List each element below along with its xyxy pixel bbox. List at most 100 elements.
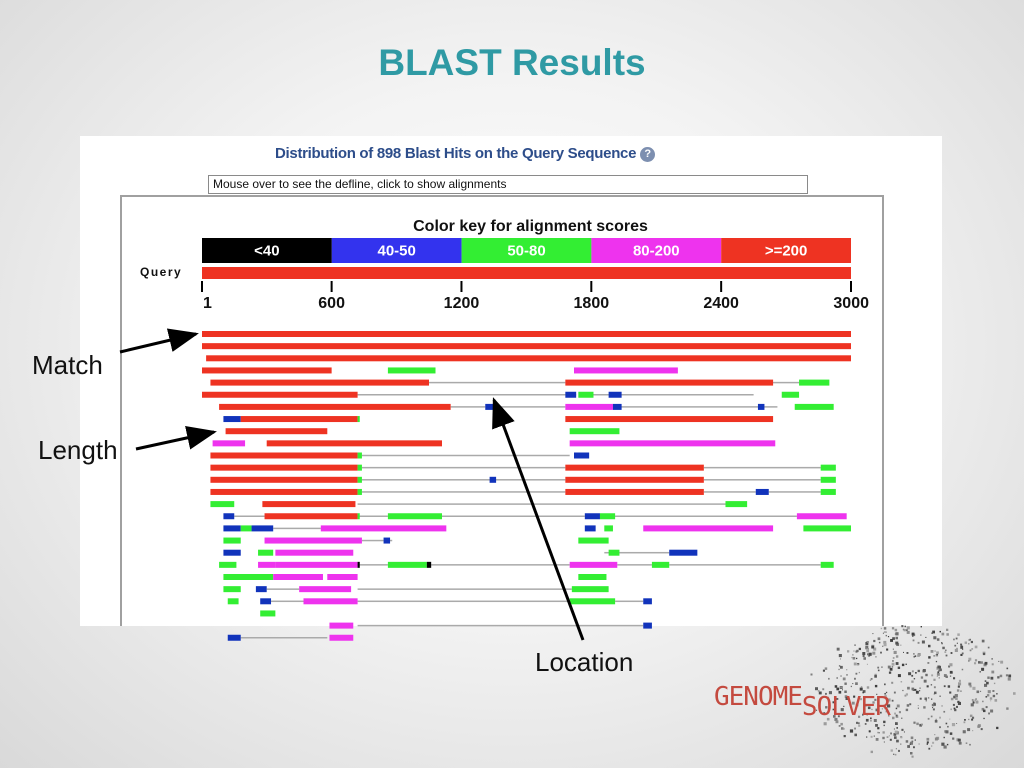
- speckle-dot: [983, 663, 987, 667]
- speckle-dot: [883, 724, 885, 727]
- defline-field[interactable]: Mouse over to see the defline, click to …: [208, 175, 808, 194]
- speckle-dot: [992, 694, 996, 698]
- speckle-dot: [947, 685, 951, 688]
- speckle-dot: [960, 653, 963, 656]
- hit-segment: [604, 525, 613, 532]
- hit-connector-line: [357, 503, 726, 505]
- speckle-dot: [895, 655, 899, 658]
- hit-segment: [260, 598, 272, 605]
- speckle-dot: [963, 721, 966, 724]
- speckle-dot: [930, 650, 934, 653]
- speckle-dot: [996, 726, 999, 730]
- hit-segment: [565, 403, 613, 410]
- speckle-dot: [1000, 660, 1004, 664]
- speckle-dot: [950, 697, 954, 701]
- speckle-dot: [876, 693, 878, 695]
- speckle-dot: [838, 665, 841, 667]
- ruler-tick-label: 1: [203, 295, 212, 312]
- speckle-dot: [881, 708, 883, 710]
- speckle-dot: [950, 708, 952, 711]
- speckle-dot: [833, 715, 836, 718]
- speckle-dot: [943, 674, 947, 677]
- ruler-tick-label: 600: [318, 295, 345, 312]
- speckle-dot: [954, 708, 957, 712]
- speckle-dot: [941, 643, 943, 645]
- hit-segment: [565, 416, 774, 423]
- hit-segment: [612, 403, 622, 410]
- speckle-dot: [968, 660, 970, 662]
- hit-segment: [725, 501, 748, 508]
- speckle-dot: [877, 666, 880, 669]
- hit-connector-line: [357, 394, 577, 396]
- speckle-dot: [968, 718, 970, 721]
- speckle-dot: [836, 647, 840, 651]
- speckle-dot: [922, 669, 926, 672]
- speckle-dot: [896, 727, 898, 729]
- hit-segment: [643, 525, 774, 532]
- speckle-dot: [877, 637, 881, 641]
- speckle-dot: [954, 648, 958, 652]
- speckle-dot: [956, 642, 958, 644]
- speckle-dot: [867, 653, 869, 656]
- speckle-dot: [853, 695, 856, 698]
- hit-connector-line: [266, 588, 300, 590]
- speckle-dot: [921, 723, 923, 726]
- hit-segment: [571, 586, 609, 593]
- speckle-dot: [974, 699, 976, 701]
- speckle-dot: [974, 662, 977, 665]
- speckle-dot: [862, 652, 866, 655]
- speckle-dot: [914, 655, 917, 657]
- help-icon[interactable]: ?: [640, 147, 656, 162]
- speckle-dot: [840, 722, 843, 726]
- speckle-dot: [839, 658, 841, 660]
- hit-segment: [262, 501, 356, 508]
- hit-segment: [219, 561, 237, 568]
- hit-segment: [264, 537, 362, 544]
- query-bar: [202, 267, 851, 279]
- speckle-dot: [935, 660, 938, 663]
- speckle-dot: [857, 722, 860, 725]
- speckle-dot: [895, 714, 898, 717]
- speckle-dot: [810, 673, 813, 676]
- speckle-dot: [980, 661, 983, 664]
- speckle-dot: [933, 703, 936, 706]
- speckle-dot: [891, 662, 895, 666]
- speckle-dot: [884, 694, 887, 698]
- speckle-dot: [854, 733, 857, 737]
- speckle-dot: [889, 667, 893, 671]
- speckle-dot: [904, 625, 906, 628]
- speckle-dot: [874, 675, 877, 678]
- speckle-dot: [947, 725, 949, 728]
- hit-segment: [227, 634, 241, 641]
- hit-segment: [210, 379, 430, 386]
- speckle-dot: [911, 755, 914, 758]
- speckle-dot: [939, 668, 942, 672]
- speckle-dot: [901, 663, 905, 667]
- speckle-dot: [884, 693, 886, 695]
- hit-segment: [781, 391, 800, 398]
- hit-segment: [264, 513, 358, 520]
- speckle-dot: [856, 649, 859, 653]
- speckle-dot: [955, 637, 958, 640]
- hit-segment: [608, 391, 622, 398]
- speckle-dot: [936, 638, 940, 641]
- speckle-dot: [920, 676, 924, 679]
- hit-segment: [320, 525, 447, 532]
- hit-segment: [258, 549, 274, 556]
- speckle-dot: [892, 716, 895, 720]
- speckle-dot: [828, 677, 830, 680]
- hit-segment: [357, 476, 362, 483]
- speckle-dot: [945, 675, 948, 678]
- speckle-dot: [905, 740, 909, 743]
- speckle-dot: [913, 746, 915, 749]
- color-key-title: Color key for alignment scores: [413, 218, 648, 235]
- speckle-dot: [952, 737, 955, 740]
- hit-connector-line: [234, 515, 265, 517]
- speckle-dot: [1006, 667, 1009, 670]
- speckle-dot: [889, 738, 892, 741]
- speckle-dot: [926, 685, 929, 688]
- speckle-dot: [936, 654, 938, 656]
- speckle-dot: [884, 707, 886, 710]
- speckle-dot: [956, 705, 958, 708]
- speckle-dot: [971, 648, 974, 650]
